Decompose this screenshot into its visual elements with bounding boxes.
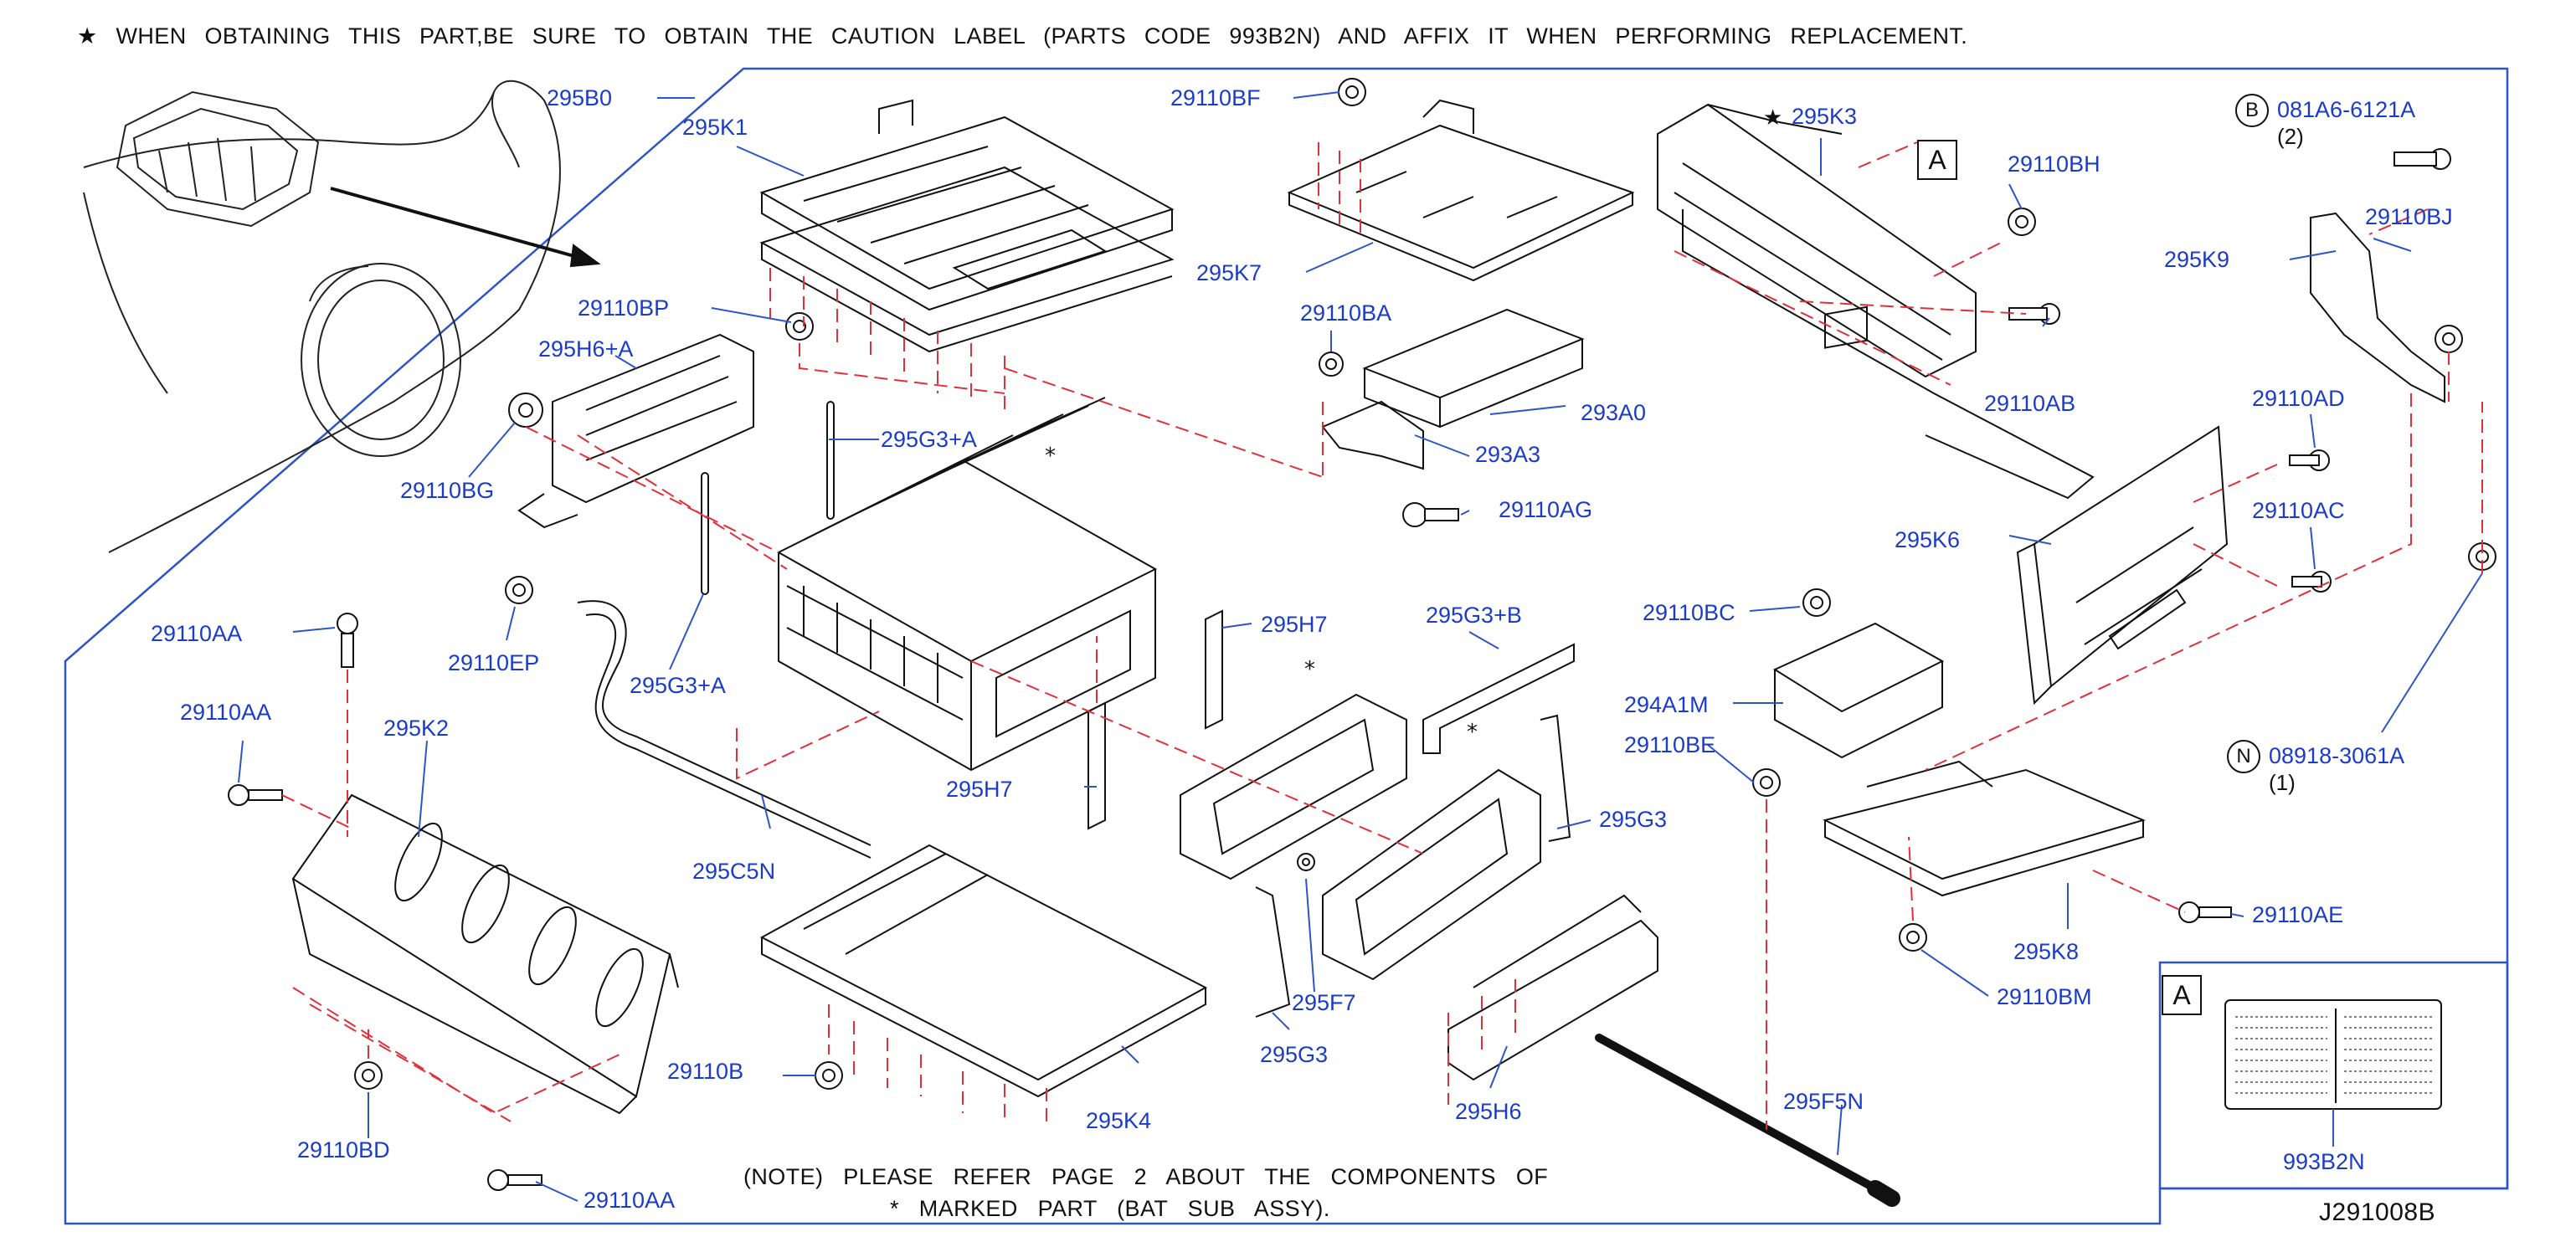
part-label-295k9[interactable]: 295K9 [2164, 247, 2230, 272]
part-label-29110bc[interactable]: 29110BC [1643, 600, 1735, 625]
inset-box-a: A [2162, 975, 2202, 1015]
shield-295k2 [291, 793, 679, 1115]
part-label-29110ab[interactable]: 29110AB [1984, 391, 2076, 416]
rod-295f5n [1595, 1034, 1879, 1193]
battery-sub-assy [776, 397, 1158, 772]
bracket-295k3 [1657, 103, 2095, 500]
part-label-295h7-upper[interactable]: 295H7 [1261, 612, 1328, 637]
rod-295g3a-upper [826, 401, 835, 520]
harness-295c5n [577, 600, 872, 859]
bottom-note-line2: * MARKED PART (BAT SUB ASSY). [890, 1196, 1330, 1221]
part-label-295k6[interactable]: 295K6 [1895, 527, 1961, 552]
bar-295g3b [1422, 643, 1575, 754]
leader-lines [238, 91, 2483, 1202]
part-label-29110bd[interactable]: 29110BD [297, 1137, 390, 1162]
qty-08918: (1) [2269, 770, 2296, 795]
diagram-code: J291008B [2319, 1198, 2436, 1226]
bracket-293a3 [1321, 400, 1424, 470]
part-label-293a3[interactable]: 293A3 [1475, 442, 1541, 467]
part-label-295c5n[interactable]: 295C5N [692, 859, 776, 884]
part-label-295g3-right[interactable]: 295G3 [1599, 807, 1668, 832]
bottom-note-line1: (NOTE) PLEASE REFER PAGE 2 ABOUT THE COM… [743, 1164, 1549, 1189]
bracket-295h7-upper [1205, 609, 1223, 730]
part-label-29110bh[interactable]: 29110BH [2008, 151, 2100, 177]
nut-symbol-n: N [2227, 740, 2260, 773]
tray-295k1 [759, 99, 1175, 353]
part-label-295h6[interactable]: 295H6 [1455, 1099, 1522, 1124]
assembly-dash-lines [281, 141, 2483, 1130]
part-label-295b0[interactable]: 295B0 [547, 85, 613, 110]
fasteners [228, 78, 2496, 1191]
part-label-29110ep[interactable]: 29110EP [448, 650, 540, 675]
tray-295k4 [759, 844, 1208, 1098]
caution-note: ★ WHEN OBTAINING THIS PART,BE SURE TO OB… [77, 23, 1968, 49]
asterisk-marker-2: * [1304, 657, 1315, 682]
part-label-29110be[interactable]: 29110BE [1624, 732, 1716, 757]
rod-295g3a-lower [701, 472, 709, 595]
part-label-29110bg[interactable]: 29110BG [400, 478, 495, 503]
part-label-29110bm[interactable]: 29110BM [1997, 984, 2092, 1009]
part-label-295k3[interactable]: 295K3 [1792, 104, 1858, 129]
part-label-295h7-lower[interactable]: 295H7 [946, 777, 1013, 802]
end-plate-right [1322, 768, 1541, 981]
end-plate-left [1180, 693, 1407, 880]
bracket-295h6a [517, 333, 754, 529]
part-label-295g3-lower[interactable]: 295G3 [1260, 1042, 1329, 1067]
qty-081a6: (2) [2277, 124, 2304, 149]
part-label-295k4[interactable]: 295K4 [1086, 1108, 1152, 1133]
part-label-29110ba[interactable]: 29110BA [1300, 300, 1392, 326]
part-label-29110ag[interactable]: 29110AG [1499, 497, 1593, 522]
part-label-29110ac[interactable]: 29110AC [2252, 498, 2345, 523]
part-label-295g3a-lower[interactable]: 295G3+A [630, 673, 726, 698]
part-label-295h6a[interactable]: 295H6+A [538, 336, 634, 362]
part-label-295g3a-upper[interactable]: 295G3+A [881, 427, 977, 452]
part-label-993b2n[interactable]: 993B2N [2283, 1149, 2365, 1174]
part-label-29110ad[interactable]: 29110AD [2252, 386, 2345, 411]
module-293a0 [1362, 308, 1585, 429]
part-label-081a6-6121a[interactable]: 081A6-6121A [2277, 97, 2416, 122]
inset-a-frame [2158, 961, 2509, 1190]
bracket-295h7-lower [1087, 701, 1106, 830]
plate-295k6 [2016, 425, 2229, 706]
bracket-295k9 [2310, 212, 2445, 403]
part-label-29110bj[interactable]: 29110BJ [2365, 204, 2453, 229]
part-label-294a1m[interactable]: 294A1M [1624, 692, 1709, 717]
part-label-29110aa-1[interactable]: 29110AA [151, 621, 243, 646]
part-label-08918-3061a[interactable]: 08918-3061A [2269, 743, 2405, 768]
part-label-29110b[interactable]: 29110B [667, 1059, 744, 1084]
part-label-295k1[interactable]: 295K1 [682, 115, 748, 140]
part-label-293a0[interactable]: 293A0 [1581, 400, 1647, 425]
part-label-295k2[interactable]: 295K2 [383, 716, 450, 741]
bar-295g3-lower [1255, 886, 1291, 1018]
bar-295g3-right [1540, 714, 1571, 842]
part-label-29110aa-3[interactable]: 29110AA [584, 1188, 676, 1213]
part-label-29110aa-2[interactable]: 29110AA [180, 700, 272, 725]
ref-box-a: A [1917, 140, 1957, 180]
location-arrow [330, 187, 587, 261]
part-label-295k7[interactable]: 295K7 [1196, 260, 1262, 285]
vehicle-outline [83, 80, 561, 553]
part-label-295f5n[interactable]: 295F5N [1783, 1089, 1864, 1114]
bolt-symbol-b: B [2235, 94, 2269, 127]
part-label-295g3b[interactable]: 295G3+B [1426, 603, 1522, 628]
base-295k8 [1823, 760, 2146, 897]
part-label-29110bp[interactable]: 29110BP [578, 295, 670, 321]
plate-295k7 [1287, 99, 1635, 282]
part-label-29110ae[interactable]: 29110AE [2252, 902, 2344, 927]
asterisk-marker-1: * [1045, 444, 1056, 469]
asterisk-marker-3: * [1467, 720, 1478, 745]
part-label-295f7[interactable]: 295F7 [1292, 990, 1356, 1015]
star-marker: ★ [1763, 105, 1783, 131]
part-label-29110bf[interactable]: 29110BF [1170, 85, 1261, 110]
part-label-295k8[interactable]: 295K8 [2013, 939, 2080, 964]
